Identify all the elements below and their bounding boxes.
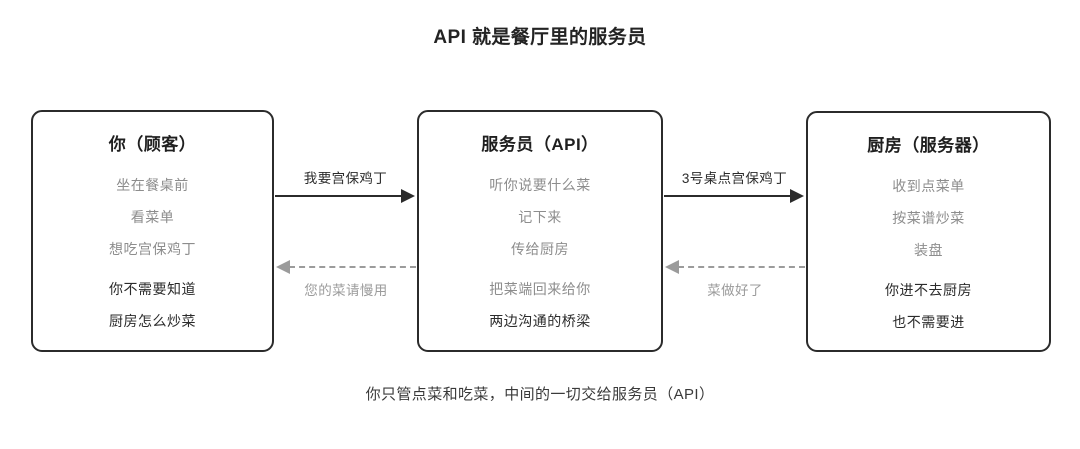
arrow-head <box>665 260 679 274</box>
node-kitchen-line-5: 也不需要进 <box>892 314 965 330</box>
node-customer: 你（顾客） 坐在餐桌前 看菜单 想吃宫保鸡丁 你不需要知道 厨房怎么炒菜 <box>31 110 274 352</box>
node-waiter-line-3: 传给厨房 <box>511 241 569 257</box>
node-kitchen-line-2: 按菜谱炒菜 <box>892 210 965 226</box>
node-customer-line-2: 看菜单 <box>130 209 175 225</box>
arrow-shaft <box>275 195 403 197</box>
node-waiter-line-5: 两边沟通的桥梁 <box>489 313 591 329</box>
edge-label-response-kitchen-to-waiter: 菜做好了 <box>707 283 763 298</box>
node-waiter: 服务员（API） 听你说要什么菜 记下来 传给厨房 把菜端回来给你 两边沟通的桥… <box>417 110 663 352</box>
arrow-right-icon-request-customer-to-waiter <box>275 189 416 203</box>
arrow-head <box>401 189 415 203</box>
node-customer-line-1: 坐在餐桌前 <box>116 177 189 193</box>
node-customer-line-3: 想吃宫保鸡丁 <box>109 241 196 257</box>
arrow-shaft <box>664 195 792 197</box>
diagram-caption: 你只管点菜和吃菜，中间的一切交给服务员（API） <box>365 386 715 403</box>
node-customer-heading: 你（顾客） <box>108 135 197 154</box>
node-waiter-lines: 听你说要什么菜 记下来 传给厨房 把菜端回来给你 两边沟通的桥梁 <box>419 169 661 337</box>
edge-label-request-customer-to-waiter: 我要宫保鸡丁 <box>303 171 388 186</box>
node-kitchen-heading: 厨房（服务器） <box>867 136 990 155</box>
node-waiter-line-2: 记下来 <box>518 209 562 225</box>
node-customer-lines: 坐在餐桌前 看菜单 想吃宫保鸡丁 你不需要知道 厨房怎么炒菜 <box>33 169 272 337</box>
node-kitchen-line-1: 收到点菜单 <box>892 178 965 194</box>
node-kitchen-line-4: 你进不去厨房 <box>885 282 972 298</box>
arrow-head <box>276 260 290 274</box>
node-kitchen-lines: 收到点菜单 按菜谱炒菜 装盘 你进不去厨房 也不需要进 <box>808 170 1049 338</box>
node-customer-line-4: 你不需要知道 <box>109 281 196 297</box>
edge-label-request-waiter-to-kitchen: 3号桌点宫保鸡丁 <box>681 171 788 186</box>
arrow-left-icon-response-kitchen-to-waiter <box>665 260 805 274</box>
edge-label-response-waiter-to-customer: 您的菜请慢用 <box>304 283 388 298</box>
arrow-left-icon-response-waiter-to-customer <box>276 260 416 274</box>
diagram-title: API 就是餐厅里的服务员 <box>433 27 647 48</box>
node-waiter-line-1: 听你说要什么菜 <box>489 177 591 193</box>
arrow-shaft-dashed <box>678 266 805 268</box>
arrow-head <box>790 189 804 203</box>
arrow-shaft-dashed <box>289 266 416 268</box>
node-kitchen-line-3: 装盘 <box>914 242 943 258</box>
node-waiter-heading: 服务员（API） <box>481 135 599 154</box>
arrow-right-icon-request-waiter-to-kitchen <box>664 189 805 203</box>
node-kitchen: 厨房（服务器） 收到点菜单 按菜谱炒菜 装盘 你进不去厨房 也不需要进 <box>806 111 1051 352</box>
node-customer-line-5: 厨房怎么炒菜 <box>109 313 196 329</box>
node-waiter-line-4: 把菜端回来给你 <box>489 281 591 297</box>
